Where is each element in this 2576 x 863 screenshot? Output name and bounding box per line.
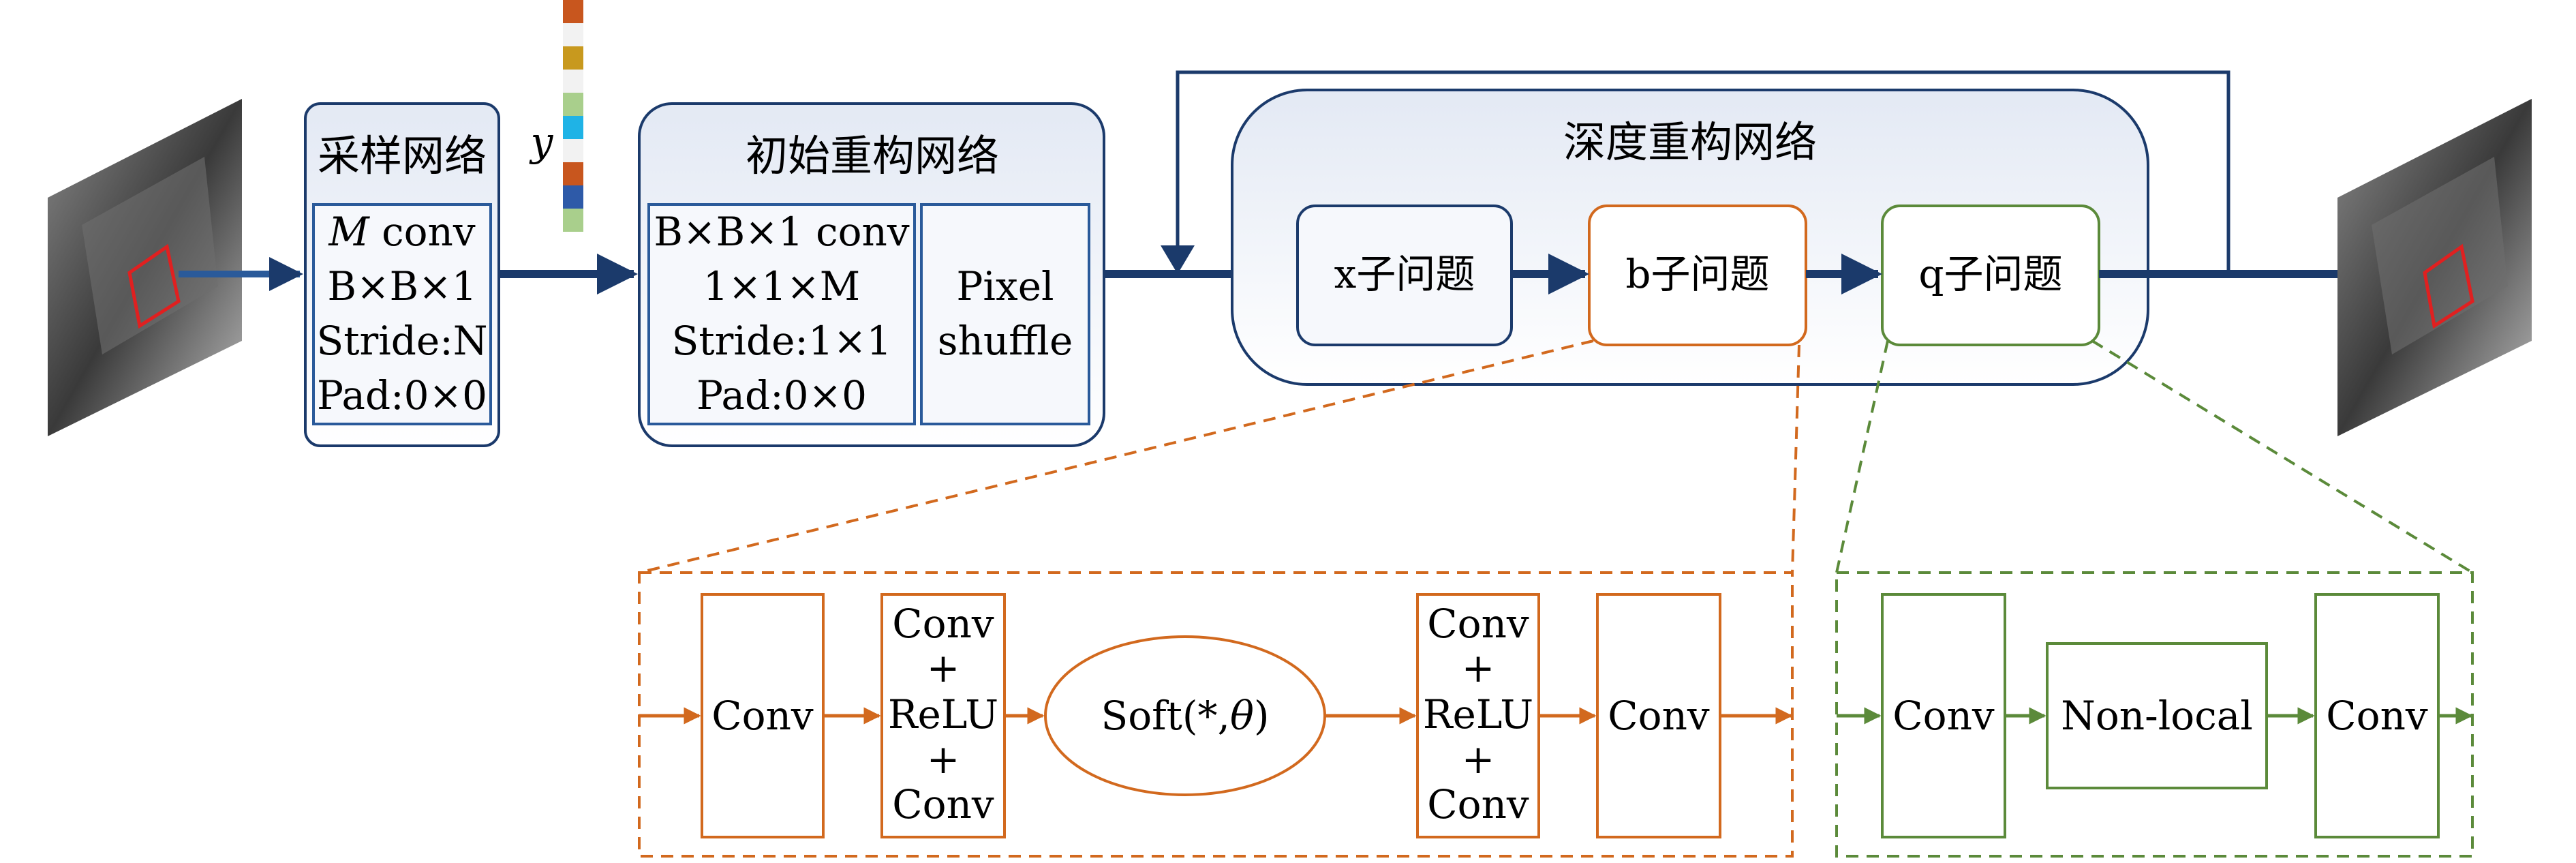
b-conv1-label: Conv (711, 693, 814, 739)
initial-reconstruction-network: 初始重构网络 B×B×1 conv 1×1×M Stride:1×1 Pad:0… (638, 102, 1105, 447)
measurement-bar (563, 0, 583, 232)
b-block2-line-1: Conv (1427, 601, 1529, 647)
initial-conv-line-1: B×B×1 conv (654, 209, 910, 255)
sampling-line-1: M conv (328, 209, 476, 255)
b-block1-line-3: ReLU (888, 691, 998, 738)
measurement-bar-cell (563, 162, 583, 185)
b-subproblem-label: b子问题 (1625, 251, 1769, 297)
measurement-bar-cell (563, 0, 583, 23)
initial-conv-line-2: 1×1×M (703, 263, 860, 309)
measurement-bar-cell (563, 93, 583, 116)
measurement-bar-cell (563, 139, 583, 162)
initial-conv-line-3: Stride:1×1 (672, 318, 892, 364)
initial-title: 初始重构网络 (746, 131, 999, 181)
b-block1-line-2: + (927, 645, 960, 691)
x-subproblem-label: x子问题 (1334, 251, 1475, 297)
input-image-icon (48, 99, 242, 436)
b-block2-line-2: + (1462, 645, 1495, 691)
measurement-bar-cell (563, 46, 583, 70)
feedback-arrowhead (1161, 245, 1195, 274)
b-block1-line-5: Conv (892, 781, 994, 828)
connector-q-right (2091, 339, 2474, 574)
b-conv2-label: Conv (1608, 693, 1710, 739)
deep-reconstruction-network: 深度重构网络 x子问题 b子问题 q子问题 (1231, 89, 2149, 386)
sampling-line-4: Pad:0×0 (317, 372, 487, 419)
b-block1-line-1: Conv (892, 601, 994, 647)
b-detail-panel: Conv Conv + ReLU + Conv Soft(*,θ) Conv +… (638, 571, 1794, 858)
b-block2-line-3: ReLU (1423, 691, 1533, 738)
sampling-line-3: Stride:N (316, 318, 487, 364)
measurement-bar-cell (563, 116, 583, 139)
measurement-bar-cell (563, 70, 583, 93)
pixel-shuffle-line-2: shuffle (938, 318, 1073, 364)
deep-title: 深度重构网络 (1563, 117, 1817, 167)
b-block2-line-4: + (1462, 736, 1495, 783)
b-block2-line-5: Conv (1427, 781, 1529, 828)
connector-b-right (1791, 344, 1800, 573)
initial-conv-line-4: Pad:0×0 (696, 372, 867, 419)
q-conv2-label: Conv (2326, 693, 2428, 739)
connector-b-left (639, 339, 1594, 574)
sampling-line-2: B×B×1 (327, 263, 476, 309)
measurement-bar-cell (563, 185, 583, 209)
pixel-shuffle-line-1: Pixel (956, 263, 1054, 309)
soft-threshold-label: Soft(*,θ) (1101, 693, 1269, 739)
sampling-title: 采样网络 (318, 131, 487, 181)
measurement-label: y (529, 119, 554, 165)
b-block1-line-4: + (927, 736, 960, 783)
nonlocal-label: Non-local (2061, 693, 2253, 739)
measurement-bar-cell (563, 23, 583, 46)
measurement-bar-cell (563, 209, 583, 232)
output-image-icon (2337, 99, 2532, 436)
q-subproblem-label: q子问题 (1918, 251, 2062, 297)
sampling-network: 采样网络 M conv B×B×1 Stride:N Pad:0×0 (304, 102, 500, 447)
q-conv1-label: Conv (1892, 693, 1995, 739)
q-detail-panel: Conv Non-local Conv (1835, 571, 2474, 858)
